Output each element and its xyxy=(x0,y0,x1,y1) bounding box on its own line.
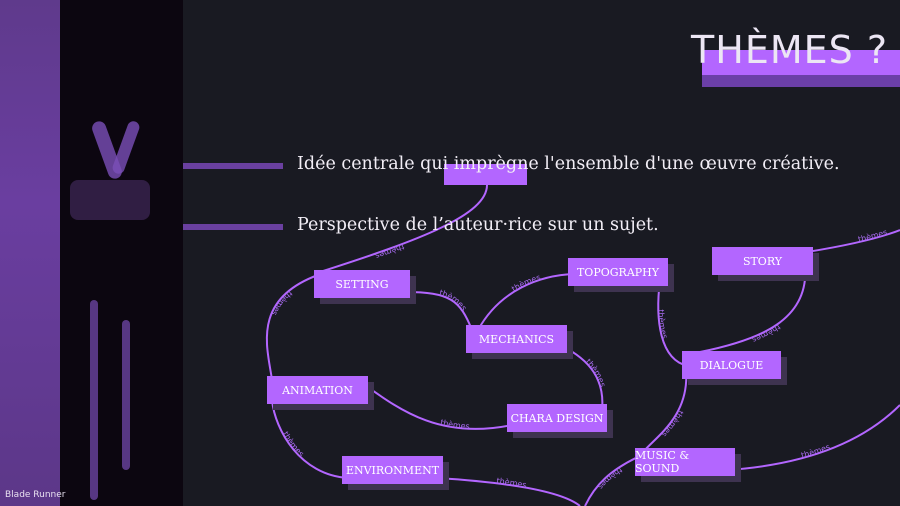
edge-label: thèmes xyxy=(374,242,405,261)
bullet-bar xyxy=(183,224,283,230)
edge-label: thèmes xyxy=(281,430,306,459)
svg-text:thèmes: thèmes xyxy=(438,288,468,312)
edge-label: thèmes xyxy=(496,476,527,489)
blade-runner-image xyxy=(60,0,183,506)
edge-label: thèmes xyxy=(584,357,607,388)
title-highlight xyxy=(702,50,900,75)
edge-label: thèmes xyxy=(800,442,831,460)
svg-text:thèmes: thèmes xyxy=(857,228,888,244)
node-topography[interactable]: TOPOGRAPHY xyxy=(568,258,668,286)
page-title: THÈMES ? xyxy=(691,28,888,72)
svg-text:thèmes: thèmes xyxy=(496,476,527,489)
svg-text:thèmes: thèmes xyxy=(751,322,782,344)
edge-label: thèmes xyxy=(270,289,294,317)
edge-label: thèmes xyxy=(596,465,624,491)
svg-text:thèmes: thèmes xyxy=(660,409,685,439)
edge-label: thèmes xyxy=(857,228,888,244)
svg-text:thèmes: thèmes xyxy=(656,309,669,339)
image-caption: Blade Runner xyxy=(5,490,66,500)
svg-text:thèmes: thèmes xyxy=(374,242,405,261)
node-setting[interactable]: SETTING xyxy=(314,270,410,298)
svg-text:thèmes: thèmes xyxy=(800,442,831,460)
node-animation[interactable]: ANIMATION xyxy=(267,376,368,404)
edge-label: thèmes xyxy=(660,409,685,439)
node-chara-design[interactable]: CHARA DESIGN xyxy=(507,404,607,432)
svg-text:thèmes: thèmes xyxy=(510,273,542,294)
node-mechanics[interactable]: MECHANICS xyxy=(466,325,567,353)
svg-text:thèmes: thèmes xyxy=(270,289,294,317)
node-music-sound[interactable]: MUSIC & SOUND xyxy=(635,448,735,476)
root-node[interactable] xyxy=(444,164,527,185)
svg-text:thèmes: thèmes xyxy=(584,357,607,388)
bullet-bar xyxy=(183,163,283,169)
node-environment[interactable]: ENVIRONMENT xyxy=(342,456,443,484)
edge-label: thèmes xyxy=(510,273,542,294)
title-underbar xyxy=(702,75,900,87)
image-left-tint xyxy=(0,0,60,506)
svg-text:thèmes: thèmes xyxy=(439,418,470,431)
bullet-text: Idée centrale qui imprègne l'ensemble d'… xyxy=(297,154,840,174)
node-dialogue[interactable]: DIALOGUE xyxy=(682,351,781,379)
node-story[interactable]: STORY xyxy=(712,247,813,275)
edge-label: thèmes xyxy=(439,418,470,431)
edge-label: thèmes xyxy=(438,288,468,312)
svg-text:thèmes: thèmes xyxy=(596,465,624,491)
bullet-text: Perspective de l’auteur·rice sur un suje… xyxy=(297,215,659,235)
edge-label: thèmes xyxy=(751,322,782,344)
svg-text:thèmes: thèmes xyxy=(281,430,306,459)
edge-label: thèmes xyxy=(656,309,669,339)
